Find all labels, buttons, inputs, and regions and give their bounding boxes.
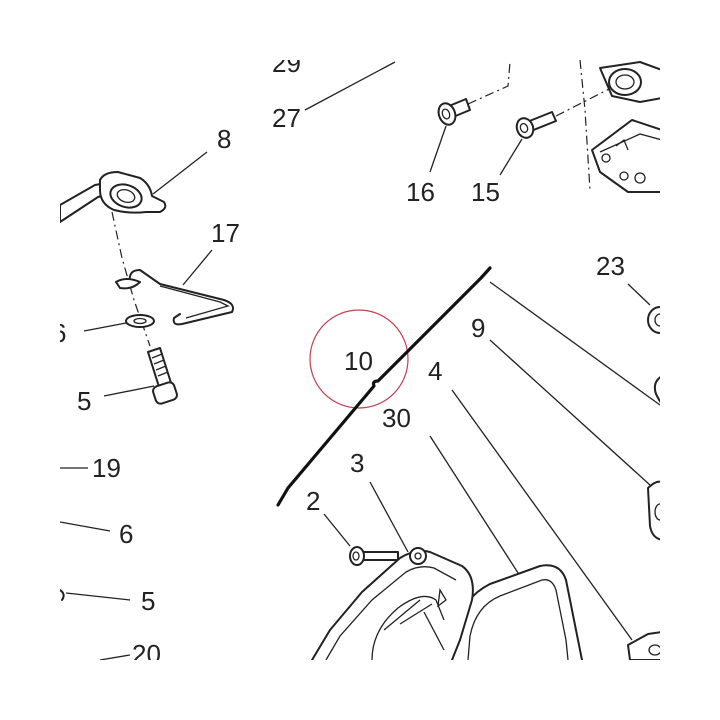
label-9: 9: [471, 313, 485, 343]
part-right-small: [653, 376, 660, 404]
axis-line-upper-right: [579, 60, 591, 191]
leader-17: [182, 249, 213, 286]
label-5b: 5: [141, 586, 155, 616]
plate-8: [99, 171, 167, 214]
leader-30: [429, 435, 521, 577]
label-20: 20: [132, 639, 161, 669]
label-10: 10: [344, 346, 373, 376]
leader-20: [99, 654, 131, 660]
small-part-5b: [60, 589, 65, 601]
leader-3: [369, 481, 409, 553]
leader-2: [323, 513, 351, 547]
housing-3: [311, 547, 474, 660]
bolt-15: [515, 111, 557, 139]
label-8: 8: [217, 124, 231, 154]
highlight-circle-10: [309, 309, 409, 409]
label-6b: 6: [119, 519, 133, 549]
leader-6b: [60, 521, 111, 532]
leader-9: [489, 339, 651, 486]
upper-bracket-part: [591, 61, 660, 193]
label-5a: 5: [77, 386, 91, 416]
label-19: 19: [92, 453, 121, 483]
label-27: 27: [272, 103, 301, 133]
bolt-16: [437, 98, 471, 126]
leader-16: [429, 125, 447, 173]
leader-27: [304, 61, 396, 111]
washer-6: [125, 314, 155, 328]
gasket-30: [451, 564, 583, 660]
label-15: 15: [471, 177, 500, 207]
label-2: 2: [306, 486, 320, 516]
bolt-5: [147, 347, 178, 405]
leader-4: [451, 389, 633, 641]
leader-5a: [103, 385, 155, 397]
label-30: 30: [382, 403, 411, 433]
leader-6a: [83, 322, 127, 332]
guide-line-upper: [489, 281, 660, 406]
spring-clip-17: [115, 269, 234, 326]
part-4: [627, 631, 660, 660]
leader-23: [627, 283, 651, 306]
label-17: 17: [211, 218, 240, 248]
part-23: [647, 306, 660, 334]
label-6a: 6: [52, 318, 66, 348]
leader-15: [499, 138, 523, 176]
part-9: [647, 480, 660, 541]
bolt-2: [349, 546, 399, 566]
label-23: 23: [596, 251, 625, 281]
label-4: 4: [428, 356, 442, 386]
leader-8: [152, 151, 208, 195]
label-3: 3: [350, 448, 364, 478]
leader-5b: [65, 592, 131, 601]
axis-line-15: [555, 85, 616, 117]
label-16: 16: [406, 177, 435, 207]
group-bracket-10: [276, 266, 492, 507]
label-29: 29: [272, 48, 301, 78]
axis-line-16: [467, 61, 511, 105]
